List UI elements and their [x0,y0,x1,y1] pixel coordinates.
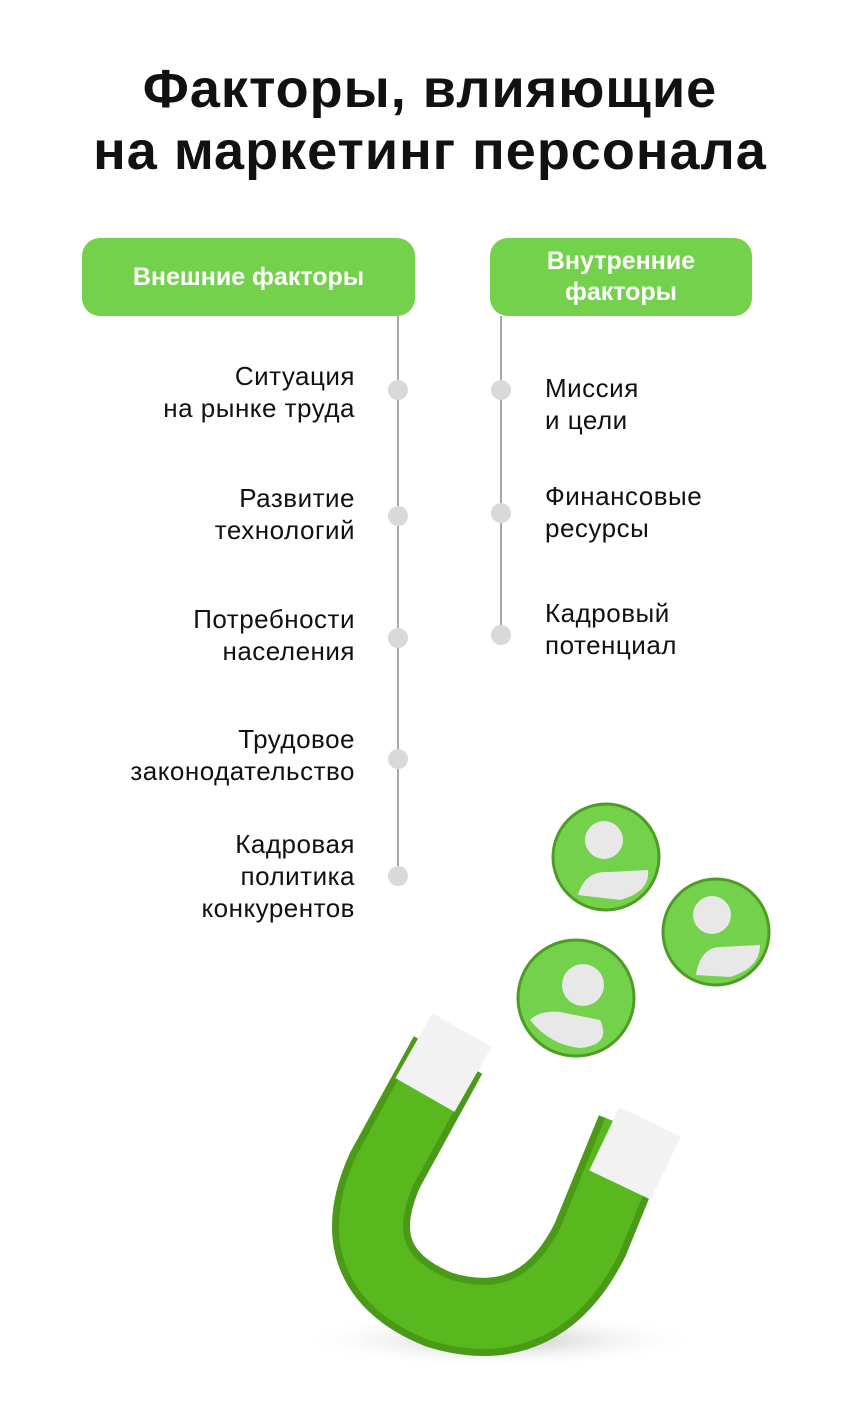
factor-line: на рынке труда [163,393,355,423]
timeline-dot [388,628,408,648]
timeline-dot [388,749,408,769]
external-header-label: Внешние факторы [132,262,365,291]
page-title: Факторы, влияющие на маркетинг персонала [0,58,860,182]
timeline-dot [491,503,511,523]
factor-line: потенциал [545,630,677,660]
factor-line: Финансовые [545,481,703,511]
factor-line: Трудовое [238,724,355,754]
factor-line: конкурентов [201,893,355,923]
factor-line: Кадровый [545,598,670,628]
internal-factors-header: Внутренние факторы [490,238,752,316]
person-avatar-icon [661,877,771,987]
timeline-dot [388,380,408,400]
factor-line: Ситуация [234,361,355,391]
external-timeline [397,316,399,878]
factor-line: Развитие [239,483,355,513]
internal-header-line-1: Внутренние [546,247,696,275]
person-avatar-icon [516,938,636,1058]
factor-line: населения [222,636,355,666]
timeline-dot [388,506,408,526]
timeline-dot [491,625,511,645]
factor-line: ресурсы [545,513,650,543]
factor-line: технологий [214,515,355,545]
magnet-icon [332,1013,681,1356]
timeline-dot [388,866,408,886]
timeline-dot [491,380,511,400]
factor-line: и цели [545,405,628,435]
factor-line: Миссия [545,373,639,403]
title-line-2: на маркетинг персонала [93,121,767,181]
internal-timeline [500,316,502,636]
external-factors-header: Внешние факторы [82,238,415,316]
factor-line: политика [240,861,355,891]
factor-line: Потребности [193,604,355,634]
factor-line: законодательство [130,756,355,786]
factor-line: Кадровая [235,829,355,859]
title-line-1: Факторы, влияющие [142,59,718,119]
person-avatar-icon [551,802,661,912]
internal-header-line-2: факторы [564,278,678,306]
